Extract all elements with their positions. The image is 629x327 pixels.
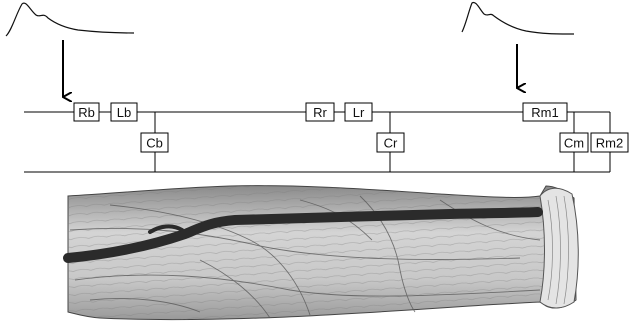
element-rm2: Rm2: [591, 133, 628, 152]
element-rb: Rb: [74, 103, 99, 121]
element-cb: Cb: [141, 133, 168, 152]
element-cr: Cr: [377, 133, 404, 152]
limb-end-cap: [540, 188, 578, 308]
element-lb: Lb: [111, 103, 137, 121]
right-pulse-waveform: [462, 2, 574, 34]
element-rm2-label: Rm2: [596, 136, 623, 151]
element-cb-label: Cb: [146, 136, 163, 151]
element-cr-label: Cr: [384, 136, 398, 151]
limb-artery-rendering: [68, 186, 578, 320]
element-lr: Lr: [345, 103, 372, 121]
element-rm1: Rm1: [523, 103, 567, 121]
element-rm1-label: Rm1: [531, 105, 558, 120]
element-rr: Rr: [306, 103, 334, 121]
left-pulse-waveform: [6, 3, 134, 36]
element-rr-label: Rr: [313, 105, 327, 120]
element-cm-label: Cm: [564, 136, 584, 151]
element-rb-label: Rb: [78, 105, 95, 120]
element-cm: Cm: [560, 133, 588, 152]
element-lb-label: Lb: [117, 105, 131, 120]
element-lr-label: Lr: [353, 105, 365, 120]
